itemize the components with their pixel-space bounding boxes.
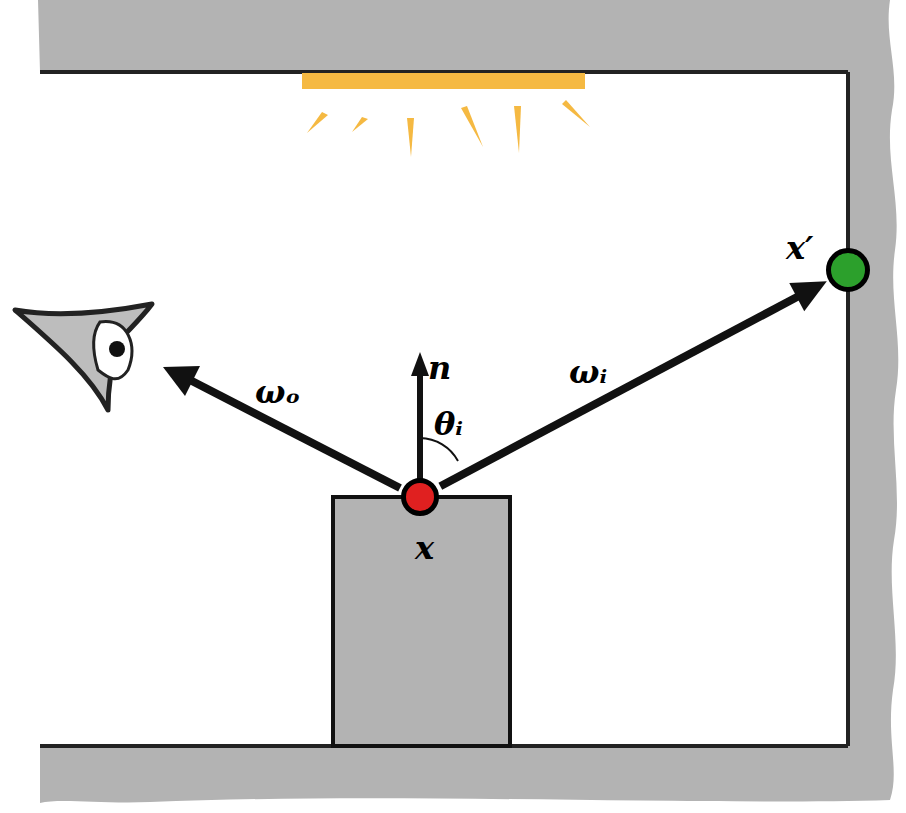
eye-symbol [15, 304, 152, 410]
symbol-label: ωₒ [255, 376, 300, 408]
edge-label: ωᵢ [569, 356, 607, 388]
point-marker [826, 248, 870, 292]
point-label: x [415, 532, 434, 564]
normal-arrow [411, 352, 429, 482]
direction-arrow [440, 281, 826, 486]
wall-line [846, 72, 850, 746]
object-block [333, 497, 510, 746]
light-source [302, 73, 585, 89]
wall-region [38, 0, 898, 803]
symbol-label: θᵢ [434, 408, 463, 440]
point-label: x′ [786, 232, 814, 264]
point-marker [401, 478, 439, 516]
angle-arc [420, 438, 458, 461]
light-rays [307, 100, 590, 157]
outgoing-direction-arrow [163, 366, 400, 488]
symbol-label: n [428, 352, 451, 384]
